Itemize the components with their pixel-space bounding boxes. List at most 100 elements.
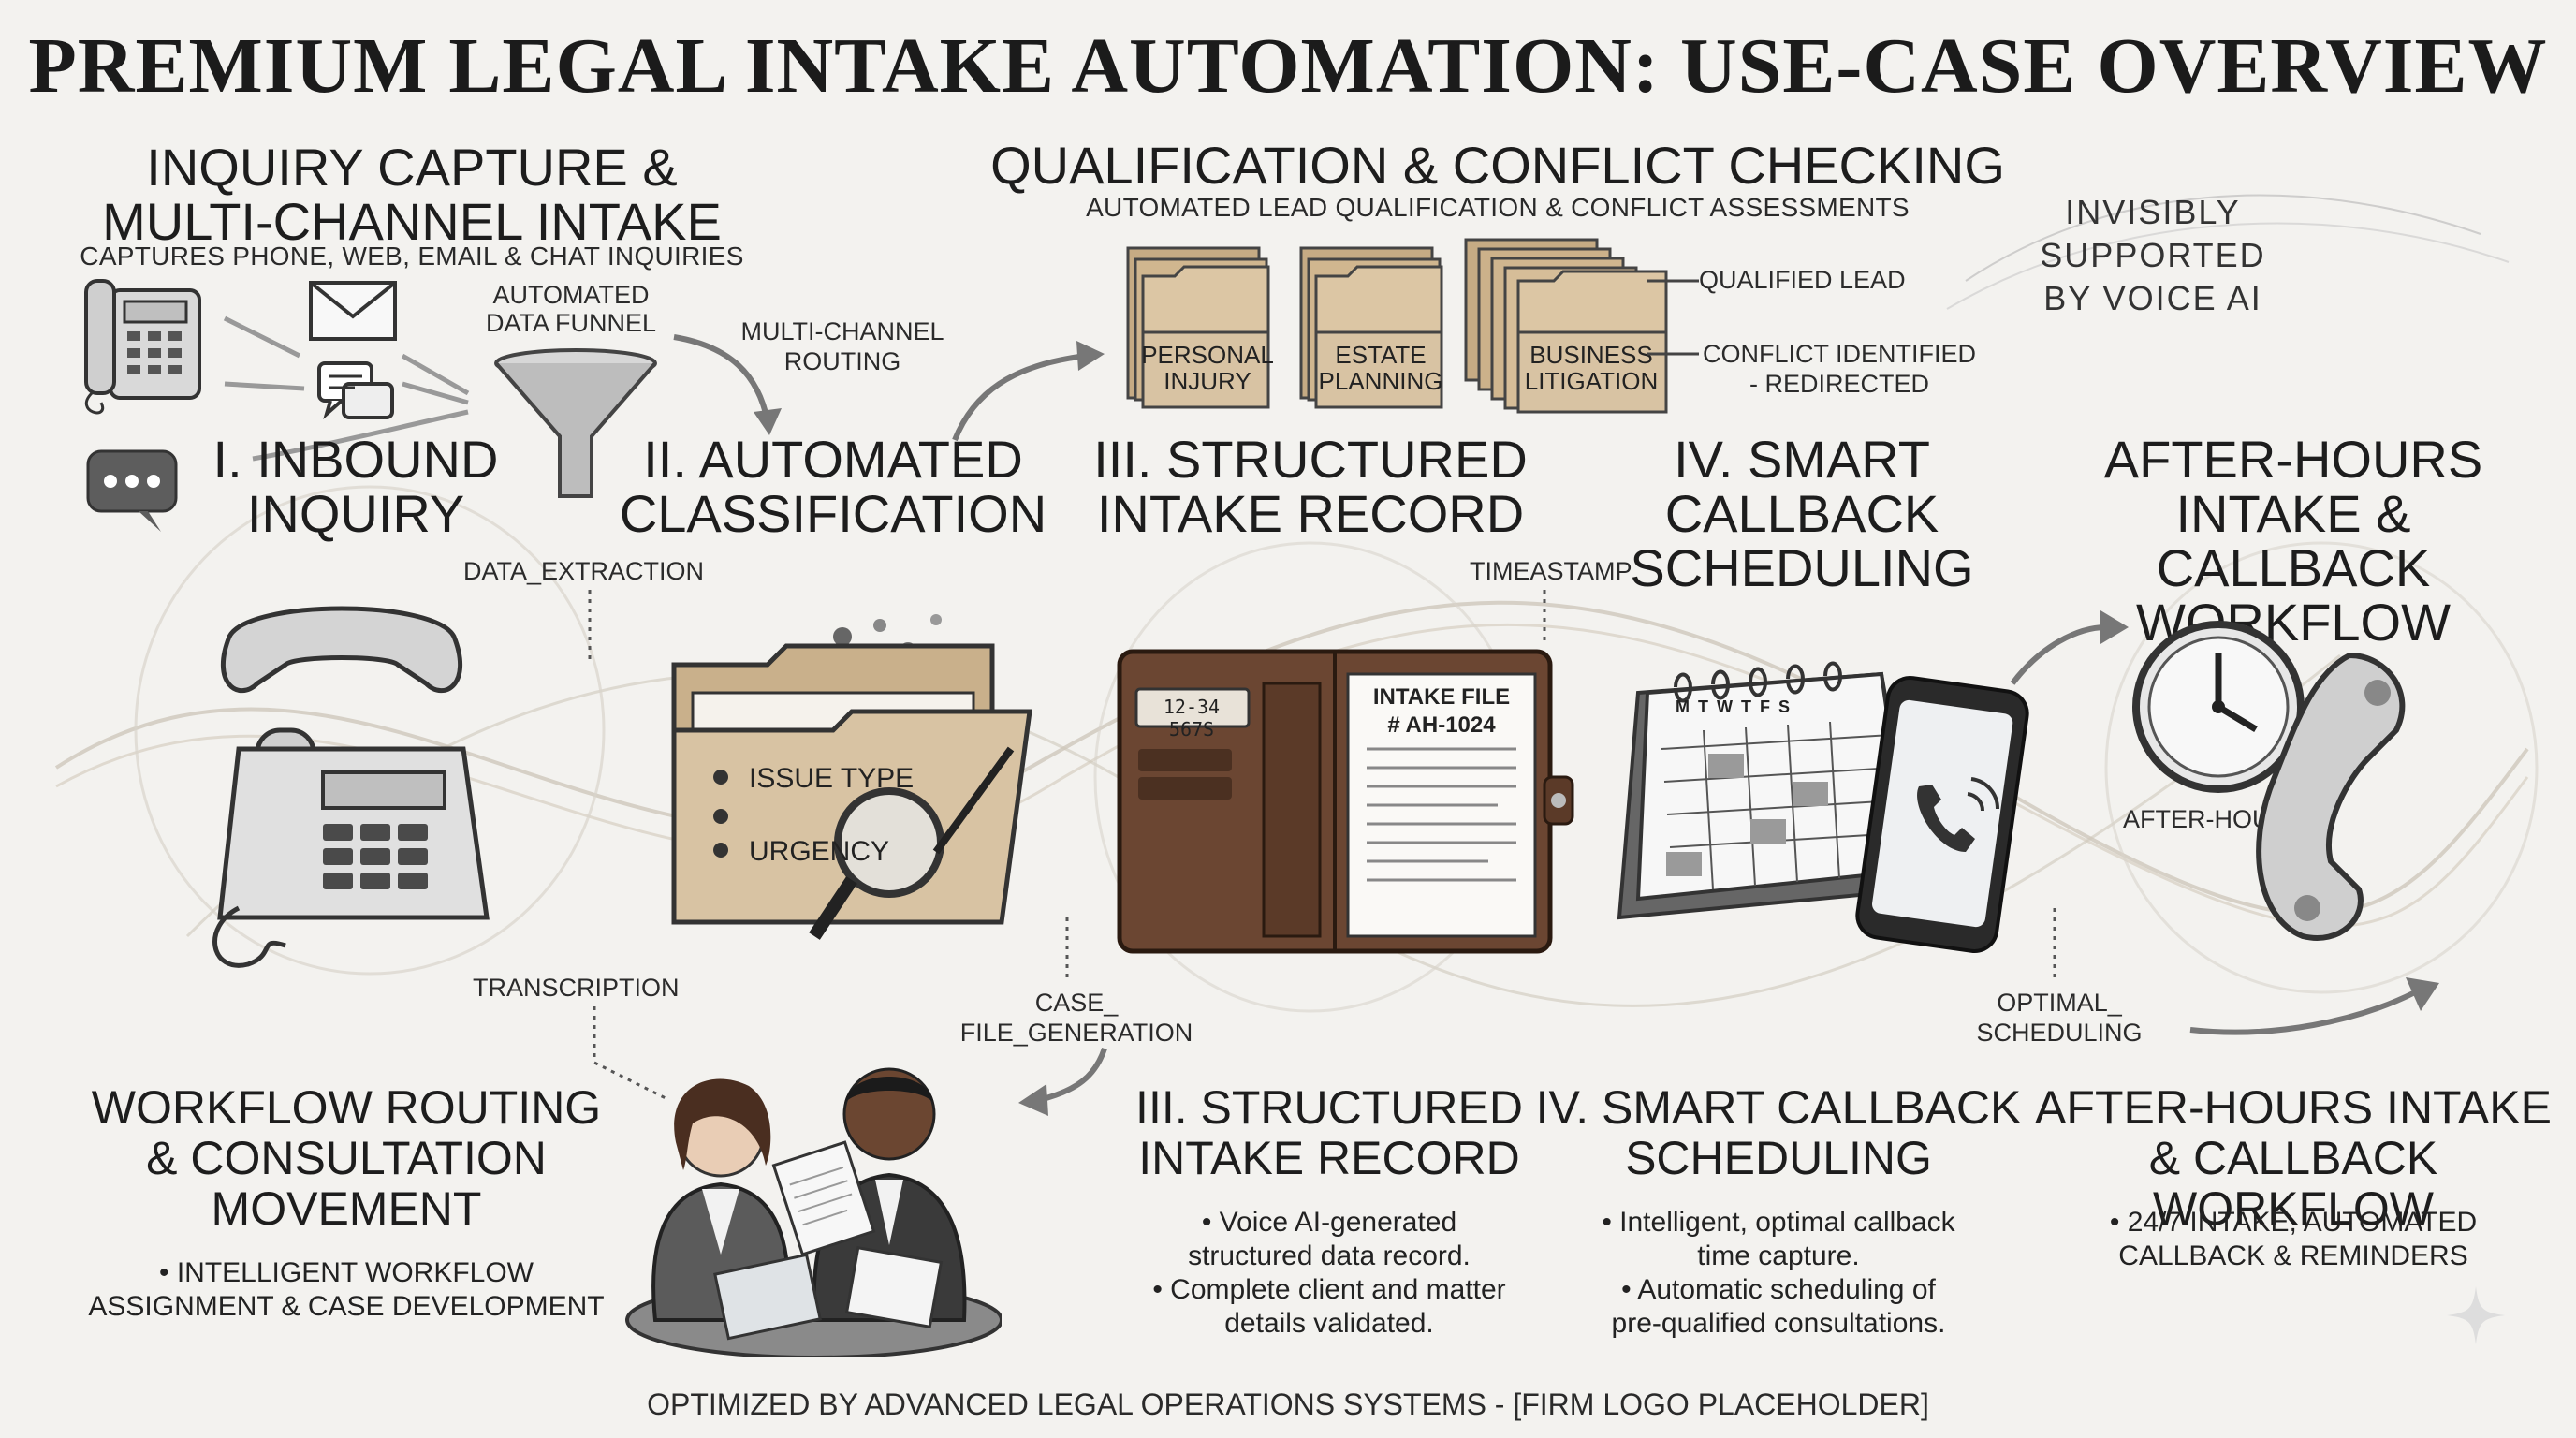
qualification-connector-lines [1647,279,1699,356]
after-hours-return-arrow [2189,977,2439,1035]
callback-heading-line2: SCHEDULING [1625,1132,1932,1184]
conflict-label: CONFLICT IDENTIFIED - REDIRECTED [1699,339,1980,399]
card-number: 12-34 567S [1163,696,1221,741]
step-heading-callback: IV. SMART CALLBACK SCHEDULING [1544,433,2059,595]
workflow-heading-line2: & CONSULTATION [146,1132,547,1184]
funnel-label: AUTOMATED DATA FUNNEL [459,281,683,337]
desk-phone-small-icon [84,279,201,415]
transcription-leader [593,1006,670,1102]
structured-record-body-line2: structured data record. [1188,1240,1471,1271]
folder-label-personal-injury: PERSONAL INJURY [1128,342,1287,394]
folder-personal-injury-icon [1126,246,1270,409]
folder-label-line1: ESTATE [1335,341,1427,369]
email-icon [309,281,397,341]
callback-heading: IV. SMART CALLBACK SCHEDULING [1535,1082,2022,1183]
folder-label-line2: LITIGATION [1524,367,1659,395]
optimal-scheduling-leader [2053,908,2056,983]
step-heading-structured: III. STRUCTURED INTAKE RECORD [1076,433,1544,541]
voice-ai-note-line2: BY VOICE AI [2043,279,2262,317]
after-hours-heading: AFTER-HOURS INTAKE & CALLBACK WORKFLOW [2022,1082,2565,1234]
after-hours-body-line2: CALLBACK & REMINDERS [2118,1240,2468,1271]
sparkle-icon [2447,1286,2505,1344]
optimal-scheduling-label: OPTIMAL_ SCHEDULING [1947,988,2172,1048]
structured-record-body-line3: • Complete client and matter [1152,1274,1506,1305]
step-heading-line1: IV. SMART CALLBACK [1664,430,1939,543]
case-file-line1: CASE_ [1034,989,1119,1017]
conflict-label-line1: CONFLICT IDENTIFIED [1702,340,1977,368]
funnel-label-line2: DATA FUNNEL [485,309,657,337]
page-title: PREMIUM LEGAL INTAKE AUTOMATION: USE-CAS… [28,22,2548,110]
workflow-body-line1: • INTELLIGENT WORKFLOW [159,1257,534,1288]
folder-label-business-litigation: BUSINESS LITIGATION [1516,342,1666,394]
data-extraction-label: DATA_EXTRACTION [463,557,705,585]
callback-body: • Intelligent, optimal callback time cap… [1535,1206,2022,1341]
intake-file-line1: INTAKE FILE [1372,684,1511,710]
intake-arrows [223,315,470,462]
structured-record-body-line1: • Voice AI-generated [1201,1207,1457,1238]
intake-portfolio-icon [1117,649,1574,954]
callback-body-line3: • Automatic scheduling of [1621,1274,1936,1305]
issue-type-label: ISSUE TYPE [749,763,915,794]
structured-record-heading-line1: III. STRUCTURED [1135,1081,1523,1134]
step-heading-line2: CLASSIFICATION [619,484,1047,543]
intake-file-label: INTAKE FILE # AH-1024 [1348,683,1535,740]
folder-label-line2: INJURY [1164,367,1251,395]
inquiry-heading: INQUIRY CAPTURE & MULTI-CHANNEL INTAKE [94,140,730,249]
structured-record-body-line4: details validated. [1224,1308,1434,1339]
chat-bubble-icon [86,449,178,532]
routing-label-line2: ROUTING [783,347,901,375]
clock-icon [2132,621,2305,793]
case-file-line2: FILE_GENERATION [959,1019,1193,1047]
voice-ai-note-line1: INVISIBLY SUPPORTED [2040,193,2266,274]
step-heading-line2: SCHEDULING [1630,538,1974,597]
routing-label-line1: MULTI-CHANNEL [740,317,944,345]
callback-body-line4: pre-qualified consultations. [1611,1308,1946,1339]
timestamp-label: TIMEASTAMP [1470,557,1632,585]
classification-folder-icon [671,614,1032,940]
step-heading-line2: INQUIRY [246,484,465,543]
workflow-heading-line1: WORKFLOW ROUTING [91,1081,602,1134]
folder-label-estate-planning: ESTATE PLANNING [1301,342,1460,394]
voice-ai-note: INVISIBLY SUPPORTED BY VOICE AI [1947,191,2359,320]
transcription-label: TRANSCRIPTION [473,974,680,1002]
qualified-lead-label: QUALIFIED LEAD [1699,266,1906,294]
after-hours-heading-line2: & CALLBACK WORKFLOW [2148,1132,2438,1235]
callback-body-line2: time capture. [1697,1240,1860,1271]
smartphone-icon [1855,676,2029,953]
data-extraction-leader [588,590,592,665]
step-heading-classification: II. AUTOMATED CLASSIFICATION [599,433,1067,541]
structured-record-heading-line2: INTAKE RECORD [1138,1132,1520,1184]
folder-label-line1: BUSINESS [1530,341,1653,369]
workflow-heading-line3: MOVEMENT [211,1182,482,1235]
step-heading-line2: INTAKE RECORD [1096,484,1525,543]
step-heading-line2: INTAKE & CALLBACK [2156,484,2431,597]
urgency-label: URGENCY [749,836,890,867]
after-hours-arrow [2010,610,2129,685]
case-file-arrow [1018,917,1107,1116]
funnel-label-line1: AUTOMATED [492,281,650,309]
folder-label-line1: PERSONAL [1141,341,1274,369]
after-hours-body: • 24/7 INTAKE, AUTOMATED CALLBACK & REMI… [2022,1206,2565,1273]
funnel-icon [494,348,657,498]
workflow-body: • INTELLIGENT WORKFLOW ASSIGNMENT & CASE… [75,1256,618,1324]
folder-estate-planning-icon [1299,246,1443,409]
routing-arrows [673,334,1105,442]
structured-record-heading: III. STRUCTURED INTAKE RECORD [1086,1082,1573,1183]
step-heading-line1: AFTER-HOURS [2103,430,2483,489]
step-heading-line1: II. AUTOMATED [643,430,1023,489]
calendar-days: M T W T F S [1676,697,1792,716]
timestamp-leader [1543,590,1546,646]
structured-record-body: • Voice AI-generated structured data rec… [1086,1206,1573,1341]
after-hours-body-line1: • 24/7 INTAKE, AUTOMATED [2109,1207,2478,1238]
handset-icon [2256,652,2406,941]
qualification-subtitle: AUTOMATED LEAD QUALIFICATION & CONFLICT … [1086,193,1910,222]
folder-label-line2: PLANNING [1318,367,1443,395]
inquiry-heading-line1: INQUIRY CAPTURE & [146,138,678,197]
qualification-heading: QUALIFICATION & CONFLICT CHECKING [990,136,2005,195]
inquiry-subtitle: CAPTURES PHONE, WEB, EMAIL & CHAT INQUIR… [80,242,744,271]
workflow-heading: WORKFLOW ROUTING & CONSULTATION MOVEMENT [75,1082,618,1234]
consultation-meeting-illustration [625,1067,1002,1357]
callback-heading-line1: IV. SMART CALLBACK [1535,1081,2022,1134]
footer-note: OPTIMIZED BY ADVANCED LEGAL OPERATIONS S… [647,1387,1929,1421]
folder-business-litigation-icon [1464,238,1668,414]
